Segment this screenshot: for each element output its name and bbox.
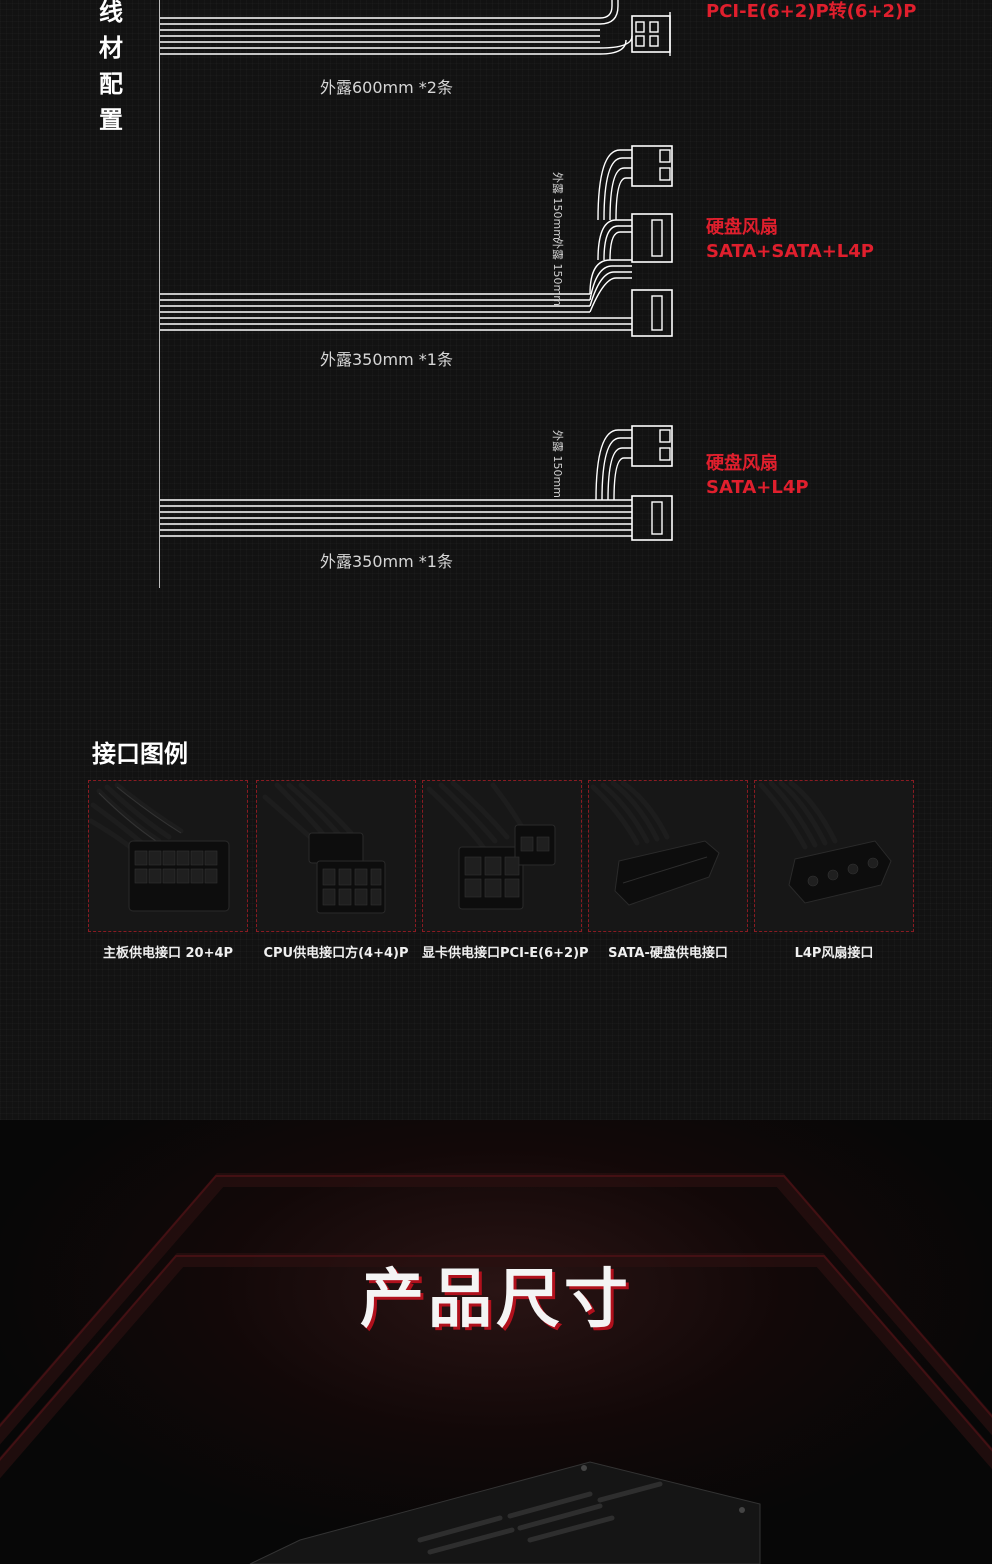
legend-caption: 主板供电接口 20+4P: [102, 946, 234, 961]
timeline-line: [159, 0, 160, 588]
connector-label: PCI-E(6+2)P转(6+2)P: [706, 0, 916, 24]
side-label-char: 线: [99, 0, 123, 26]
product-size-title: 产品尺寸: [360, 1263, 632, 1337]
side-label-char: 材: [99, 35, 123, 62]
legend-caption: 显卡供电接口PCI-E(6+2)P: [422, 946, 589, 961]
side-label-char: 置: [99, 107, 123, 134]
connector-label-line: 硬盘风扇: [706, 217, 778, 238]
cable-pcie: [160, 0, 671, 56]
legend-item: CPU供电接口方(4+4)P: [256, 780, 416, 961]
cpu-connector-icon: [256, 780, 416, 932]
product-size-section: [0, 1120, 992, 1564]
length-label: 外露350mm *1条: [320, 350, 453, 369]
extension-label: 外露 150mm: [551, 238, 564, 306]
extension-label: 外露 150mm: [551, 172, 564, 240]
background-chevron-pattern: [0, 1173, 992, 1564]
connector-label-line: SATA+SATA+L4P: [706, 241, 874, 262]
legend-item: 主板供电接口 20+4P: [88, 780, 248, 961]
connector-label: 硬盘风扇 SATA+L4P: [706, 452, 809, 500]
legend-caption: CPU供电接口方(4+4)P: [263, 946, 409, 961]
legend-caption: L4P风扇接口: [794, 946, 874, 961]
pcie-connector-icon: [422, 780, 582, 932]
side-label-char: 配: [99, 71, 123, 98]
sata-connector-icon: [588, 780, 748, 932]
legend-item: 显卡供电接口PCI-E(6+2)P: [422, 780, 589, 961]
connector-label-line: SATA+L4P: [706, 477, 809, 498]
cable-sata-sata-l4p: [160, 145, 673, 337]
connector-label-line: 硬盘风扇: [706, 453, 778, 474]
legend-item: SATA-硬盘供电接口: [588, 780, 748, 961]
legend-item: L4P风扇接口: [754, 780, 914, 961]
legend-title: 接口图例: [92, 740, 188, 768]
extension-label: 外露 150mm: [551, 430, 564, 498]
length-label: 外露350mm *1条: [320, 552, 453, 571]
cable-diagram: [160, 0, 673, 541]
connector-label: 硬盘风扇 SATA+SATA+L4P: [706, 216, 874, 264]
molex-connector-icon: [754, 780, 914, 932]
atx-connector-icon: [88, 780, 248, 932]
length-label: 外露600mm *2条: [320, 78, 453, 97]
cable-config-section: 线 材 配 置: [0, 0, 992, 1120]
legend-caption: SATA-硬盘供电接口: [608, 946, 728, 961]
connector-label-line: PCI-E(6+2)P转(6+2)P: [706, 1, 917, 22]
cable-sata-l4p: [160, 425, 673, 541]
